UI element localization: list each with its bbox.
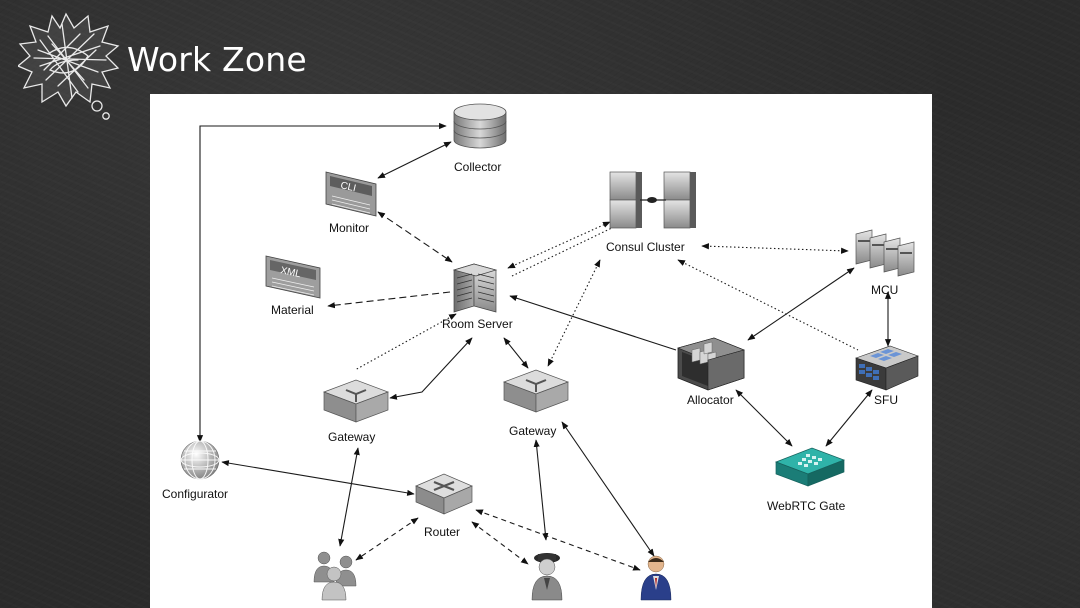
edge-router-officer (471, 521, 529, 565)
label-configurator: Configurator (162, 487, 228, 501)
slide-title: Work Zone (127, 40, 307, 79)
globe-icon (180, 440, 220, 480)
xml-document-icon: XML (265, 255, 321, 299)
gateway-switch-icon (323, 379, 389, 423)
edge-gateway1-usergroup (338, 447, 360, 547)
edge-monitor-collector (377, 141, 452, 179)
node-usergroup[interactable] (313, 551, 357, 601)
node-roomserver[interactable]: Room Server (442, 263, 513, 331)
mcu-rack-icon (855, 229, 915, 277)
edge-roomserver-gateway1-dotted (354, 313, 457, 371)
node-consul[interactable]: Consul Cluster (606, 171, 696, 254)
storage-array-icon (677, 337, 745, 391)
svg-text:XML: XML (279, 265, 302, 280)
node-gateway1[interactable]: Gateway (323, 379, 389, 444)
user-group-icon (313, 551, 357, 601)
node-allocator[interactable]: Allocator (677, 337, 745, 407)
label-material: Material (271, 303, 314, 317)
node-webrtc[interactable]: WebRTC Gate (767, 447, 846, 513)
edge-router-usergroup (355, 517, 419, 561)
label-allocator: Allocator (687, 393, 734, 407)
webrtc-gate-icon (775, 447, 845, 487)
sfu-appliance-icon (855, 345, 919, 391)
edge-router-businessuser (475, 509, 641, 571)
edge-monitor-roomserver (377, 211, 453, 263)
edge-roomserver-material (327, 291, 451, 309)
edge-allocator-webrtc (735, 389, 793, 447)
edge-sfu-webrtc (825, 389, 873, 447)
node-officer[interactable] (531, 553, 563, 601)
label-mcu: MCU (871, 283, 898, 297)
edge-roomserver-consul-a (507, 221, 611, 269)
server-cluster-icon (609, 171, 696, 229)
edge-roomserver-consul-b (511, 225, 617, 277)
edge-roomserver-gateway1 (389, 337, 473, 400)
server-tower-icon (452, 263, 498, 313)
edge-configurator-router (221, 460, 415, 496)
label-collector: Collector (454, 160, 501, 174)
label-gateway1: Gateway (328, 430, 375, 444)
cli-terminal-icon: CLI (325, 171, 377, 217)
edge-consul-mcu (701, 243, 849, 254)
svg-text:CLI: CLI (339, 180, 357, 194)
edge-roomserver-allocator (509, 295, 677, 351)
node-mcu[interactable]: MCU (855, 229, 915, 297)
diagram-panel: Collector CLI Monitor XML (150, 94, 932, 608)
node-router[interactable]: Router (415, 473, 473, 539)
node-sfu[interactable]: SFU (855, 345, 919, 407)
edge-mcu-allocator (747, 267, 855, 341)
edge-configurator-collector (196, 122, 447, 443)
node-configurator[interactable]: Configurator (162, 440, 228, 501)
edge-consul-gateway2 (547, 259, 601, 367)
node-businessuser[interactable] (640, 555, 672, 601)
database-icon (453, 103, 507, 149)
label-roomserver: Room Server (442, 317, 513, 331)
node-monitor[interactable]: CLI Monitor (325, 171, 377, 235)
architecture-diagram: Collector CLI Monitor XML (162, 103, 919, 601)
label-webrtc: WebRTC Gate (767, 499, 846, 513)
edge-consul-sfu (677, 259, 859, 351)
chalk-scribble-logo-icon (18, 12, 120, 120)
router-icon (415, 473, 473, 515)
node-gateway2[interactable]: Gateway (503, 369, 569, 438)
edge-gateway2-officer (533, 439, 549, 541)
label-monitor: Monitor (329, 221, 369, 235)
edge-gateway2-businessuser (561, 421, 655, 557)
business-user-icon (640, 555, 672, 601)
connector-lines (196, 122, 892, 571)
label-router: Router (424, 525, 460, 539)
officer-user-icon (531, 553, 563, 601)
node-material[interactable]: XML Material (265, 255, 321, 317)
label-gateway2: Gateway (509, 424, 556, 438)
label-consul: Consul Cluster (606, 240, 685, 254)
edge-roomserver-gateway2 (503, 337, 529, 369)
label-sfu: SFU (874, 393, 898, 407)
node-collector[interactable]: Collector (453, 103, 507, 174)
gateway-switch-icon (503, 369, 569, 413)
